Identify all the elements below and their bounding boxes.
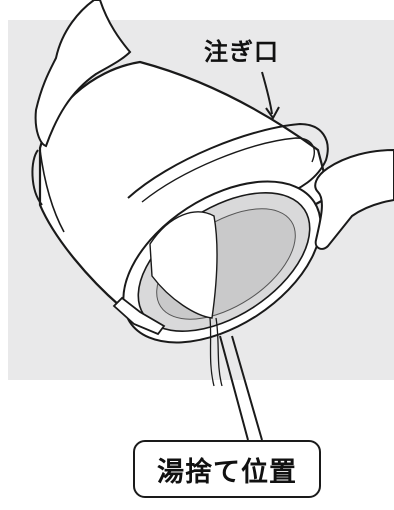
drain-position-callout: 湯捨て位置 xyxy=(133,440,321,498)
drain-position-label: 湯捨て位置 xyxy=(157,450,297,489)
spout-label: 注ぎ口 xyxy=(204,32,279,67)
